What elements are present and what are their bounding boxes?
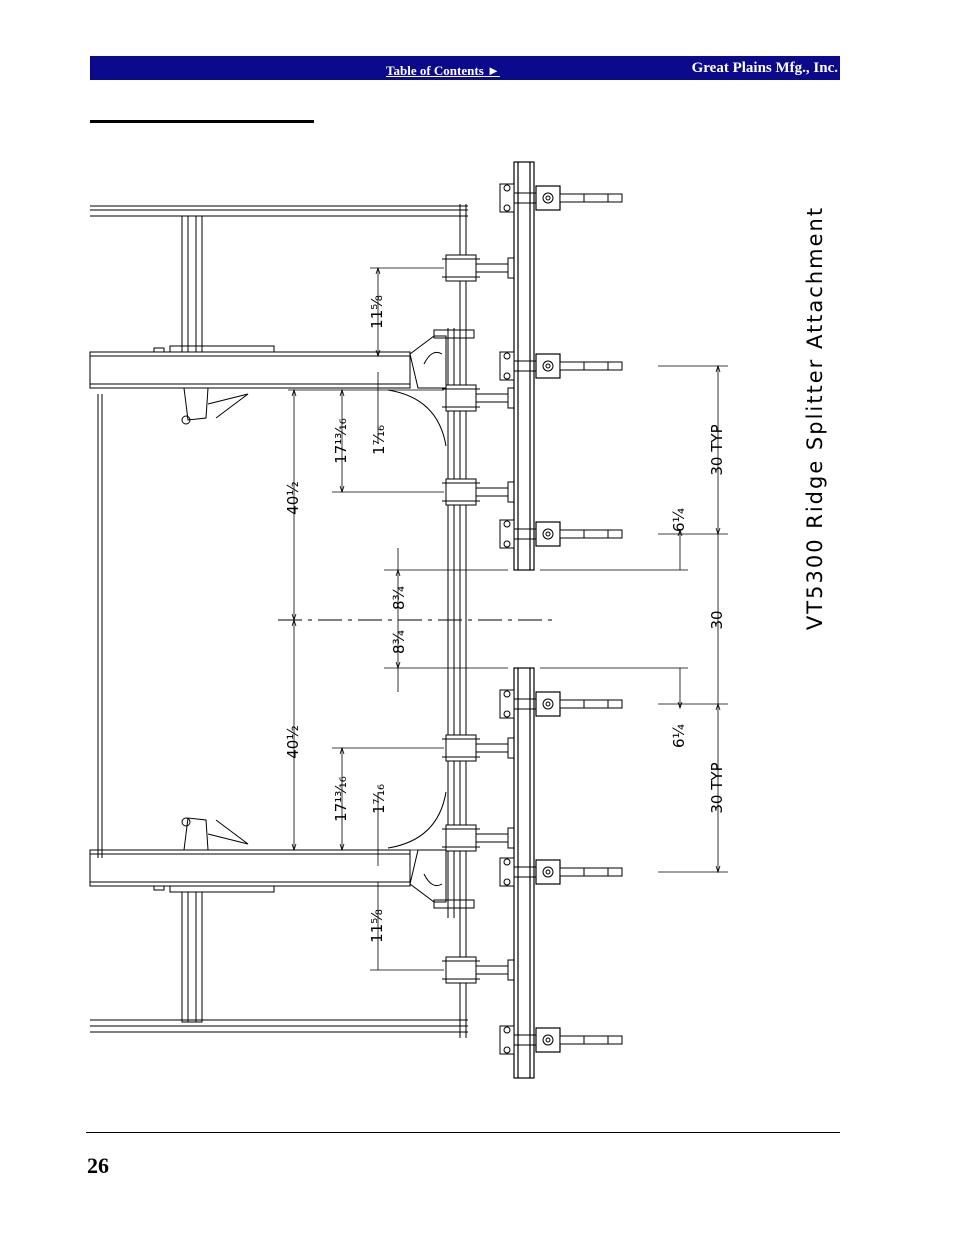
dim-30-typ-top: 30 TYP <box>708 424 726 475</box>
header-bar: Table of Contents ► Great Plains Mfg., I… <box>90 56 840 80</box>
dim-17-13-16-bottom: 17¹³⁄₁₆ <box>332 776 350 822</box>
dim-1-7-16-top: 1⁷⁄₁₆ <box>370 425 388 455</box>
section-rule <box>90 120 314 123</box>
dim-40-1-2-bottom: 40½ <box>284 725 302 759</box>
dim-30-center: 30 <box>708 610 726 629</box>
dim-1-7-16-bottom: 1⁷⁄₁₆ <box>370 784 388 814</box>
splitter-toolbar <box>513 161 535 1079</box>
dim-6-1-4-top: 6¼ <box>670 508 688 533</box>
dim-8-3-4-top: 8¾ <box>390 586 408 611</box>
dim-6-1-4-bottom: 6¼ <box>670 724 688 749</box>
dimension-labels: 11⅝ 17¹³⁄₁₆ 1⁷⁄₁₆ 40½ 8¾ 8¾ 40½ 17¹³⁄₁₆ … <box>284 295 726 943</box>
machine-frame <box>89 204 475 1038</box>
drawing-title: VT5300 Ridge Splitter Attachment <box>803 206 827 630</box>
dim-11-5-8-bottom: 11⅝ <box>368 909 386 943</box>
company-name: Great Plains Mfg., Inc. <box>691 60 838 76</box>
table-of-contents-link[interactable]: Table of Contents ► <box>386 63 500 78</box>
dim-40-1-2-top: 40½ <box>284 481 302 515</box>
dimension-lines <box>288 266 728 971</box>
dim-11-5-8-top: 11⅝ <box>368 295 386 329</box>
dim-17-13-16-top: 17¹³⁄₁₆ <box>332 418 350 464</box>
ridge-splitter-drawing: 11⅝ 17¹³⁄₁₆ 1⁷⁄₁₆ 40½ 8¾ 8¾ 40½ 17¹³⁄₁₆ … <box>89 161 827 1079</box>
dim-8-3-4-bottom: 8¾ <box>390 630 408 655</box>
footer-rule <box>86 1132 840 1133</box>
page-number: 26 <box>87 1153 109 1178</box>
dim-30-typ-bottom: 30 TYP <box>708 762 726 813</box>
